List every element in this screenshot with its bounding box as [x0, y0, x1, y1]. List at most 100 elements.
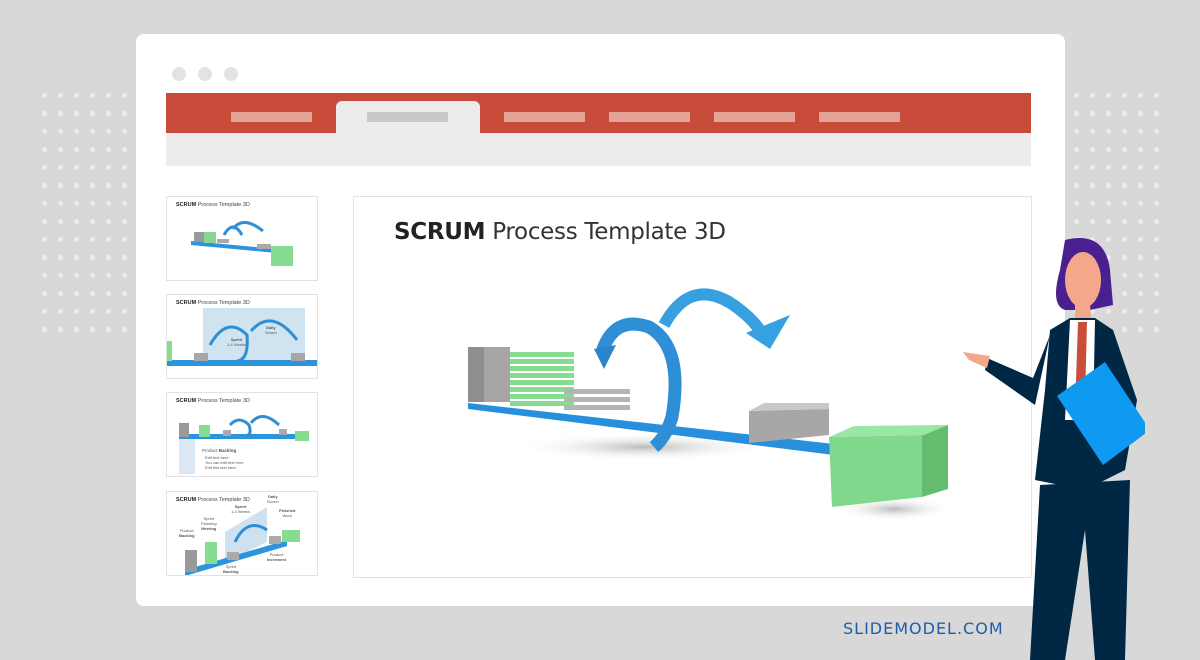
decor-dot: [1122, 111, 1127, 116]
decor-dot: [58, 327, 63, 332]
decor-dot: [90, 111, 95, 116]
ribbon-tab[interactable]: [714, 112, 795, 122]
decor-dot: [122, 273, 127, 278]
decor-dot: [42, 273, 47, 278]
decor-dot: [74, 273, 79, 278]
decor-dot: [1074, 219, 1079, 224]
decor-dot: [42, 327, 47, 332]
decor-dot: [74, 237, 79, 242]
decor-dot: [122, 237, 127, 242]
decor-dot: [90, 291, 95, 296]
decor-dot: [74, 111, 79, 116]
decor-dot: [42, 93, 47, 98]
ribbon-tabs: [166, 93, 1031, 133]
decor-dot: [1122, 129, 1127, 134]
decor-dot: [1074, 129, 1079, 134]
decor-dot: [74, 201, 79, 206]
decor-dot: [74, 129, 79, 134]
decor-dot: [1106, 111, 1111, 116]
decor-dot: [1122, 309, 1127, 314]
decor-dot: [106, 291, 111, 296]
decor-dot: [42, 219, 47, 224]
decor-dot: [122, 183, 127, 188]
decor-dot: [90, 93, 95, 98]
decor-dot: [1090, 183, 1095, 188]
decor-dot: [1090, 309, 1095, 314]
slide-thumbnail-1[interactable]: SCRUM Process Template 3D: [166, 196, 318, 281]
app-window: SCRUM Process Template 3D SCRUM Process …: [136, 34, 1065, 606]
scrum-graphic-thumbnail: [191, 221, 293, 266]
decor-dot: [1122, 93, 1127, 98]
decor-dot: [90, 255, 95, 260]
decor-dot: [1138, 201, 1143, 206]
daily-scrum-arrow: [658, 288, 764, 333]
slidemodel-logo[interactable]: SLIDEMODEL.COM: [843, 619, 1004, 638]
decor-dot: [1106, 219, 1111, 224]
window-close-button[interactable]: [172, 67, 186, 81]
decor-dot: [106, 309, 111, 314]
decor-dot: [58, 255, 63, 260]
presenter-woman-illustration: [963, 238, 1145, 660]
main-slide-canvas[interactable]: SCRUM Process Template 3D: [353, 196, 1032, 578]
decor-dot: [1122, 273, 1127, 278]
decor-dot: [58, 237, 63, 242]
decor-dot: [1154, 147, 1159, 152]
decor-dot: [1138, 309, 1143, 314]
decor-dot: [1138, 327, 1143, 332]
decor-dot: [122, 147, 127, 152]
decor-dot: [1138, 255, 1143, 260]
increment-block: [749, 409, 829, 443]
decor-dot: [106, 147, 111, 152]
thumbnail-bullet: Edit this text here: [205, 465, 236, 470]
decor-dot: [1122, 201, 1127, 206]
decor-dot: [42, 129, 47, 134]
decor-dot: [74, 165, 79, 170]
decor-dot: [106, 93, 111, 98]
decor-dot: [122, 309, 127, 314]
decor-dot: [122, 327, 127, 332]
decor-dot: [42, 309, 47, 314]
backlog-block: [468, 347, 484, 402]
thumbnail-title: SCRUM Process Template 3D: [176, 300, 250, 306]
decor-dot: [1106, 183, 1111, 188]
decor-dot: [122, 255, 127, 260]
decor-dot: [1122, 219, 1127, 224]
decor-dot: [90, 183, 95, 188]
decor-dot: [1122, 237, 1127, 242]
decor-dot: [106, 273, 111, 278]
decor-dot: [1154, 111, 1159, 116]
slide-thumbnail-3[interactable]: SCRUM Process Template 3D Product Backlo…: [166, 392, 318, 477]
decor-dot: [1090, 93, 1095, 98]
decor-dot: [90, 327, 95, 332]
conveyor-belt: [468, 403, 834, 455]
decor-dot: [1154, 327, 1159, 332]
green-stack: [510, 352, 574, 406]
decor-dot: [90, 147, 95, 152]
ribbon-tab[interactable]: [819, 112, 900, 122]
window-minimize-button[interactable]: [198, 67, 212, 81]
decor-dot: [90, 201, 95, 206]
decor-dot: [1154, 237, 1159, 242]
decor-dot: [1138, 237, 1143, 242]
decor-dot: [1122, 255, 1127, 260]
decor-dot: [1090, 201, 1095, 206]
decor-dot: [122, 93, 127, 98]
decor-dot: [1154, 273, 1159, 278]
ribbon-tab[interactable]: [609, 112, 690, 122]
ribbon-tab-active[interactable]: [336, 101, 480, 133]
decor-dot: [106, 183, 111, 188]
thumbnail-title: SCRUM Process Template 3D: [176, 497, 250, 503]
scrum-graphic-thumbnail: [185, 507, 300, 575]
ribbon-tab[interactable]: [231, 112, 312, 122]
decor-dot: [1154, 255, 1159, 260]
decor-dot: [58, 291, 63, 296]
decor-dot: [1154, 93, 1159, 98]
decor-dot: [1074, 183, 1079, 188]
ribbon-tab[interactable]: [504, 112, 585, 122]
window-maximize-button[interactable]: [224, 67, 238, 81]
